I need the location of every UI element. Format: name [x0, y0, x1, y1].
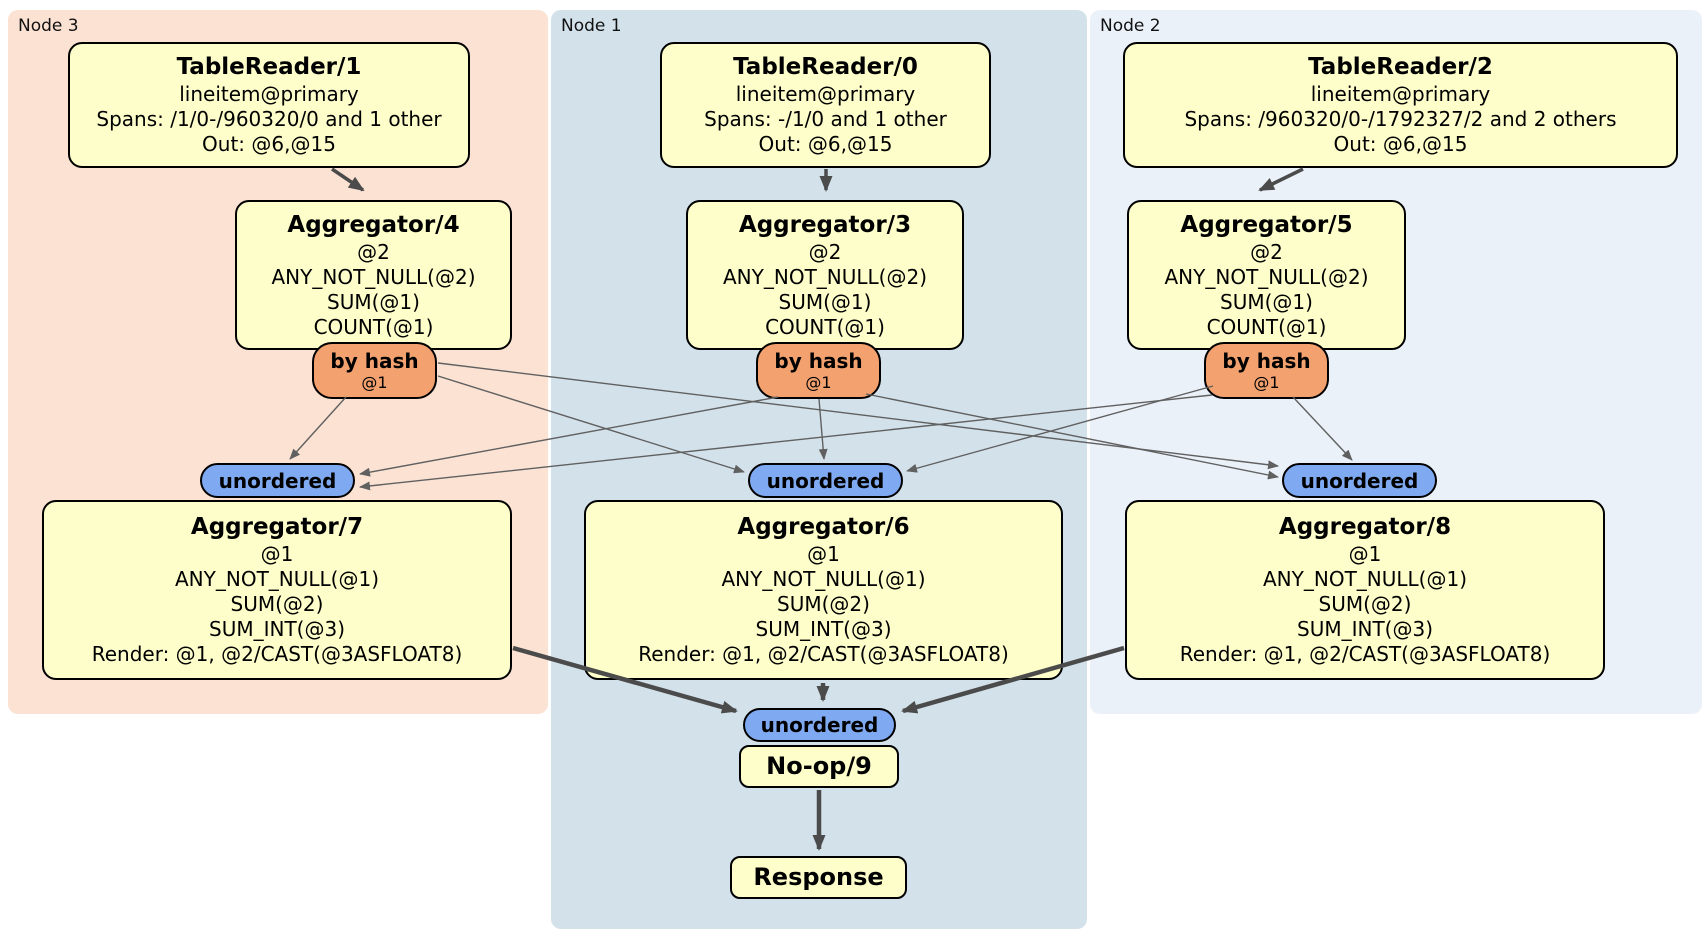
processor-tablereader-0: TableReader/0 lineitem@primary Spans: -/… — [660, 42, 991, 168]
processor-detail: Spans: /960320/0-/1792327/2 and 2 others — [1184, 107, 1617, 131]
processor-aggregator-4: Aggregator/4 @2 ANY_NOT_NULL(@2) SUM(@1)… — [235, 200, 512, 350]
processor-detail: @1 — [260, 542, 294, 566]
processor-detail: ANY_NOT_NULL(@1) — [175, 567, 379, 591]
router-by-hash-node1: by hash @1 — [756, 342, 881, 399]
processor-detail: Out: @6,@15 — [1333, 132, 1468, 156]
processor-detail: @1 — [1348, 542, 1382, 566]
processor-detail: SUM(@2) — [230, 592, 324, 616]
processor-detail: lineitem@primary — [179, 82, 359, 106]
sync-label: unordered — [766, 468, 885, 493]
processor-detail: SUM(@2) — [777, 592, 870, 616]
router-columns: @1 — [805, 372, 832, 392]
sync-unordered-node2: unordered — [1282, 463, 1437, 498]
processor-title: Aggregator/5 — [1180, 211, 1353, 238]
processor-aggregator-7: Aggregator/7 @1 ANY_NOT_NULL(@1) SUM(@2)… — [42, 500, 512, 680]
region-node-3-label: Node 3 — [18, 16, 79, 36]
processor-title: TableReader/0 — [733, 54, 918, 80]
processor-detail: SUM_INT(@3) — [1297, 617, 1433, 641]
processor-detail: SUM_INT(@3) — [755, 617, 892, 641]
router-by-hash-node3: by hash @1 — [312, 342, 437, 399]
processor-title: Aggregator/8 — [1278, 514, 1452, 540]
processor-noop-9: No-op/9 — [739, 745, 899, 788]
processor-detail: @2 — [1250, 239, 1283, 264]
processor-detail: SUM_INT(@3) — [209, 617, 345, 641]
processor-aggregator-8: Aggregator/8 @1 ANY_NOT_NULL(@1) SUM(@2)… — [1125, 500, 1605, 680]
processor-detail: COUNT(@1) — [1206, 314, 1327, 339]
processor-detail: Out: @6,@15 — [202, 132, 336, 156]
processor-detail: SUM(@1) — [327, 289, 420, 314]
processor-detail: Spans: -/1/0 and 1 other — [704, 107, 947, 131]
processor-tablereader-2: TableReader/2 lineitem@primary Spans: /9… — [1123, 42, 1678, 168]
region-node-2-label: Node 2 — [1100, 16, 1161, 36]
processor-detail: SUM(@1) — [778, 289, 872, 314]
processor-title: No-op/9 — [766, 752, 872, 780]
response-node: Response — [730, 856, 907, 899]
processor-title: Aggregator/6 — [737, 514, 910, 540]
processor-detail: Render: @1, @2/CAST(@3ASFLOAT8) — [638, 642, 1009, 666]
processor-title: TableReader/2 — [1308, 54, 1493, 80]
router-columns: @1 — [1253, 372, 1280, 392]
sync-unordered-node1: unordered — [748, 463, 903, 498]
processor-detail: ANY_NOT_NULL(@1) — [721, 567, 926, 591]
processor-title: Aggregator/7 — [190, 514, 364, 540]
sync-unordered-node3: unordered — [200, 463, 355, 498]
sync-label: unordered — [218, 468, 337, 493]
processor-aggregator-5: Aggregator/5 @2 ANY_NOT_NULL(@2) SUM(@1)… — [1127, 200, 1406, 350]
processor-detail: COUNT(@1) — [313, 314, 434, 339]
processor-detail: Render: @1, @2/CAST(@3ASFLOAT8) — [1179, 642, 1551, 666]
region-node-1-label: Node 1 — [561, 16, 622, 36]
processor-title: Aggregator/3 — [738, 211, 912, 238]
processor-detail: @2 — [808, 239, 842, 264]
processor-tablereader-1: TableReader/1 lineitem@primary Spans: /1… — [68, 42, 470, 168]
router-label: by hash — [330, 348, 419, 373]
processor-title: TableReader/1 — [176, 54, 362, 80]
processor-detail: Spans: /1/0-/960320/0 and 1 other — [96, 107, 442, 131]
processor-detail: ANY_NOT_NULL(@2) — [723, 264, 927, 289]
processor-detail: ANY_NOT_NULL(@2) — [271, 264, 476, 289]
router-columns: @1 — [361, 372, 388, 392]
processor-title: Response — [753, 863, 884, 891]
processor-detail: SUM(@2) — [1318, 592, 1412, 616]
processor-detail: @1 — [807, 542, 840, 566]
processor-detail: lineitem@primary — [735, 82, 916, 106]
processor-aggregator-3: Aggregator/3 @2 ANY_NOT_NULL(@2) SUM(@1)… — [686, 200, 964, 350]
sync-unordered-final: unordered — [743, 708, 896, 742]
processor-detail: COUNT(@1) — [765, 314, 885, 339]
sync-label: unordered — [760, 713, 879, 737]
processor-detail: SUM(@1) — [1220, 289, 1313, 314]
processor-detail: lineitem@primary — [1310, 82, 1491, 106]
processor-detail: ANY_NOT_NULL(@2) — [1164, 264, 1369, 289]
router-by-hash-node2: by hash @1 — [1204, 342, 1329, 399]
processor-aggregator-6: Aggregator/6 @1 ANY_NOT_NULL(@1) SUM(@2)… — [584, 500, 1063, 680]
router-label: by hash — [774, 348, 863, 373]
processor-detail: Out: @6,@15 — [758, 132, 893, 156]
sync-label: unordered — [1300, 468, 1419, 493]
processor-detail: ANY_NOT_NULL(@1) — [1263, 567, 1467, 591]
router-label: by hash — [1222, 348, 1311, 373]
processor-detail: Render: @1, @2/CAST(@3ASFLOAT8) — [91, 642, 463, 666]
processor-detail: @2 — [357, 239, 390, 264]
processor-title: Aggregator/4 — [287, 211, 460, 238]
